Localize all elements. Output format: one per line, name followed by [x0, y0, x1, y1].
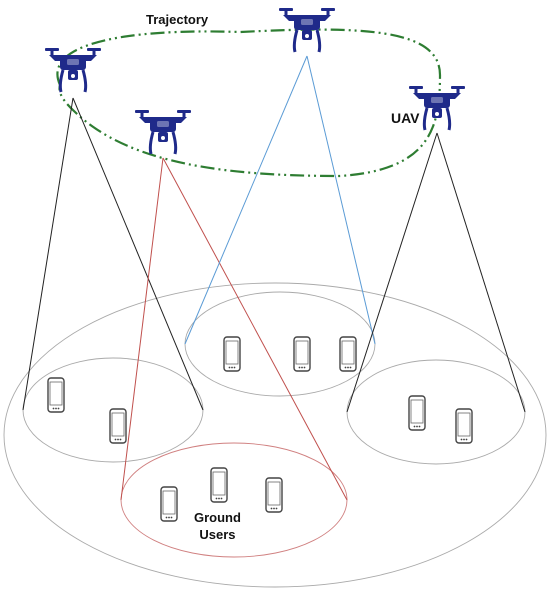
coverage-area-outer: [3, 282, 547, 588]
smartphone-icon: [339, 336, 357, 372]
uav-trajectory: [56, 28, 442, 178]
smartphone-icon: [223, 336, 241, 372]
beam-uav-3: [184, 55, 376, 345]
ground-users-label-line2: Users: [199, 527, 236, 542]
smartphone-icon: [265, 477, 283, 513]
smartphone-icon: [455, 408, 473, 444]
smartphone-icon: [408, 395, 426, 431]
cluster-right: [346, 359, 526, 465]
trajectory-label: Trajectory: [146, 12, 209, 27]
drone-icon: [43, 46, 103, 94]
beam-uav-2: [120, 157, 348, 501]
smartphone-icon: [210, 467, 228, 503]
uav-label: UAV: [391, 110, 420, 126]
ground-users-label-line1: Ground: [194, 510, 241, 525]
smartphone-icon: [47, 377, 65, 413]
beam-uav-1: [22, 97, 204, 411]
beam-uav-4: [346, 132, 526, 413]
ground-users-label: Ground Users: [194, 509, 241, 543]
smartphone-icon: [160, 486, 178, 522]
drone-icon: [133, 108, 193, 156]
smartphone-icon: [109, 408, 127, 444]
smartphone-icon: [293, 336, 311, 372]
